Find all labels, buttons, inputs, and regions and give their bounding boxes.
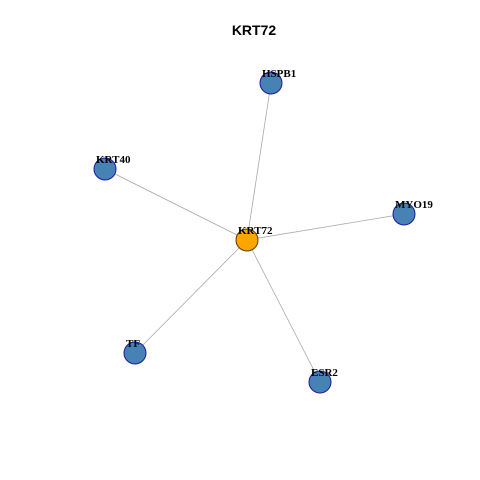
edge-krt72-esr2 <box>246 239 321 383</box>
edge-krt72-krt40 <box>104 168 248 241</box>
diagram-title: KRT72 <box>232 22 277 38</box>
node-layer <box>93 71 416 394</box>
node-label-krt72: KRT72 <box>238 225 273 237</box>
node-krt72[interactable] <box>235 228 259 252</box>
node-myo19[interactable] <box>392 202 416 226</box>
edge-krt72-myo19 <box>246 213 405 241</box>
edge-layer <box>104 82 405 383</box>
node-label-krt40: KRT40 <box>96 154 131 166</box>
node-tf[interactable] <box>123 341 147 365</box>
node-label-myo19: MYO19 <box>395 199 433 211</box>
edge-krt72-tf <box>134 239 248 354</box>
node-krt40[interactable] <box>93 157 117 181</box>
node-label-hspb1: HSPB1 <box>262 68 296 80</box>
node-hspb1[interactable] <box>259 71 283 95</box>
node-esr2[interactable] <box>308 370 332 394</box>
node-label-tf: TF <box>126 338 140 350</box>
edge-krt72-hspb1 <box>246 82 272 241</box>
node-label-esr2: ESR2 <box>311 367 338 379</box>
